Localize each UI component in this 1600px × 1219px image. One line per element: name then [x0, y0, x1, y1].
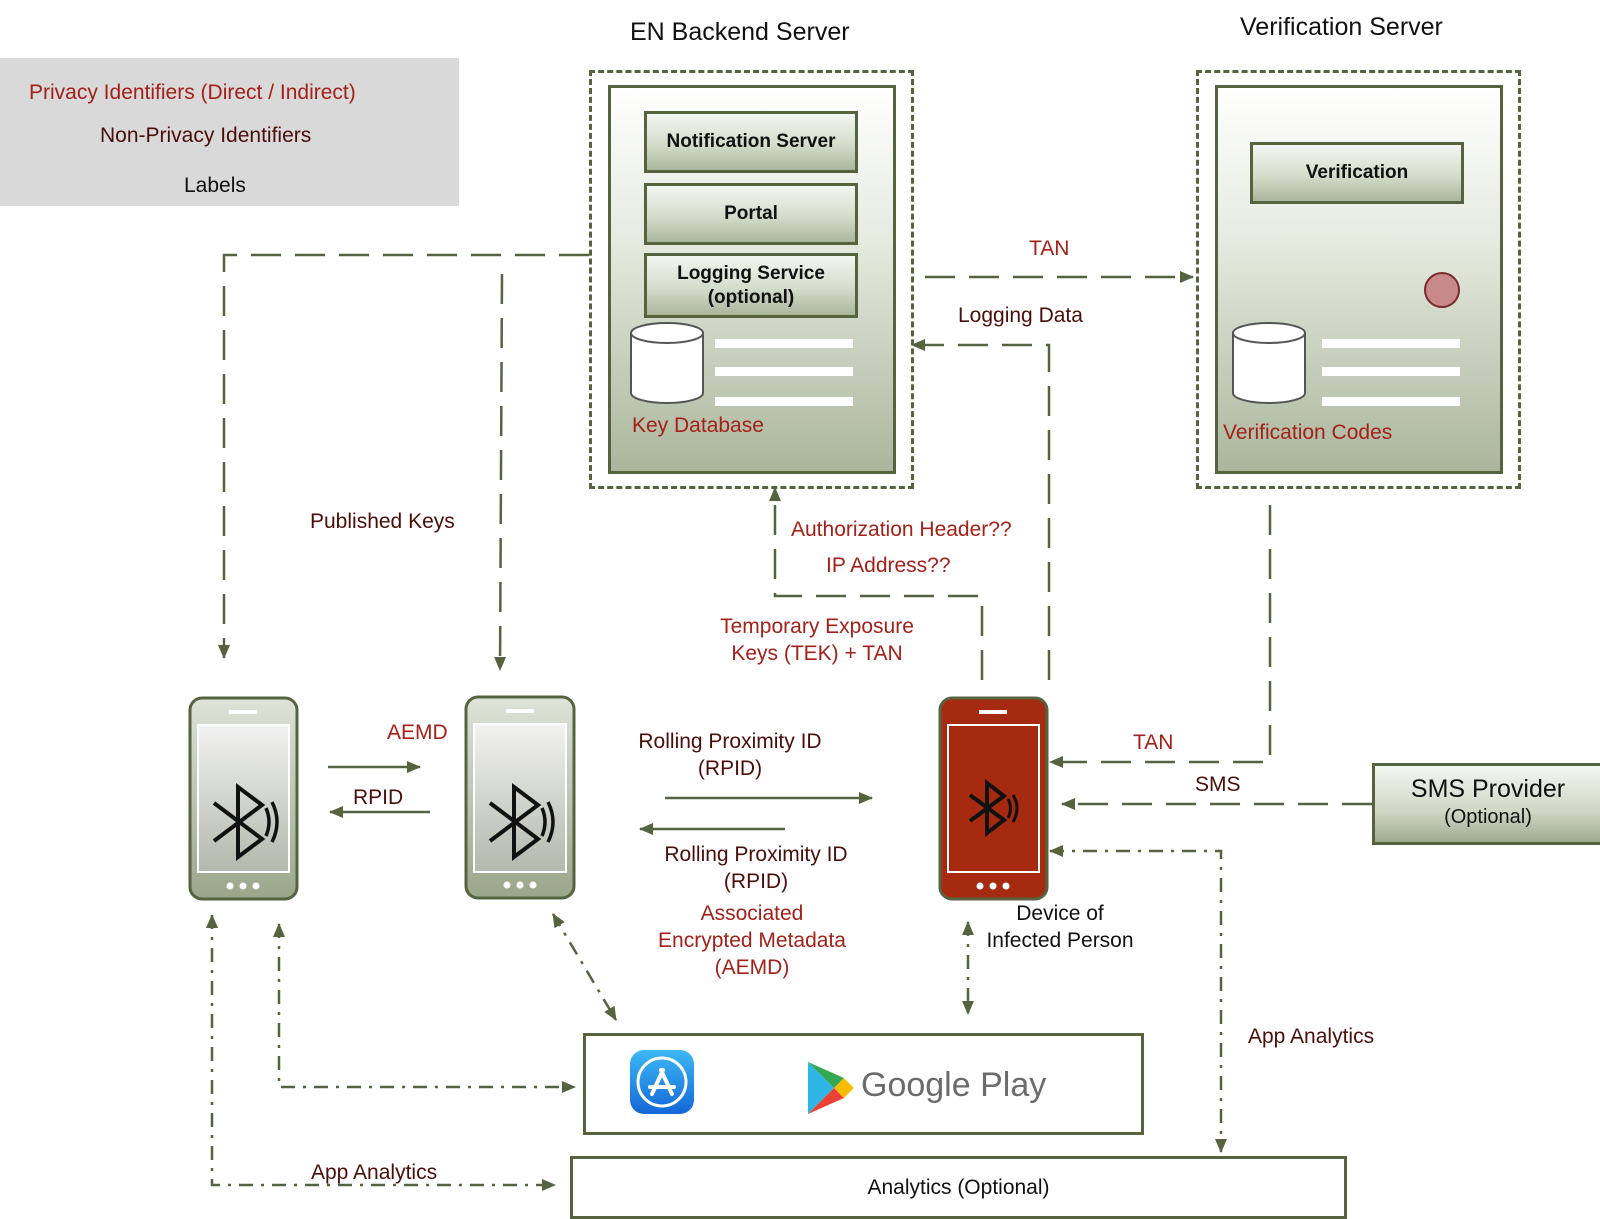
bluetooth-icon: [488, 783, 555, 861]
auth-header-label: Authorization Header??: [791, 518, 1012, 541]
rpid-short-label: RPID: [353, 786, 404, 809]
ip-address-label: IP Address??: [826, 554, 951, 577]
app-analytics-bottom-label: App Analytics: [311, 1161, 438, 1184]
logging-service-optional-label: (optional): [707, 286, 795, 308]
key-database-label: Key Database: [632, 414, 764, 437]
phone-infected: [938, 696, 1049, 901]
logging-data-label: Logging Data: [958, 304, 1083, 327]
phone-user-2: [464, 695, 576, 900]
rpid-bottom-line1: Rolling Proximity ID: [664, 843, 848, 866]
bluetooth-icon: [212, 783, 279, 861]
legend-privacy-label: Privacy Identifiers (Direct / Indirect): [29, 81, 356, 104]
logging-service-box: Logging Service (optional): [644, 253, 858, 318]
sms-provider-subtitle: (Optional): [1444, 806, 1532, 828]
verification-codes-label: Verification Codes: [1223, 421, 1393, 444]
key-database-icon: [630, 322, 853, 406]
analytics-label: Analytics (Optional): [867, 1175, 1050, 1199]
infected-device-line2: Infected Person: [986, 929, 1134, 952]
sms-provider-box: SMS Provider (Optional): [1372, 763, 1600, 845]
google-play-icon: [808, 1062, 854, 1114]
infected-device-line1: Device of: [1016, 902, 1104, 925]
app-store-icon: [630, 1050, 694, 1114]
backend-title: EN Backend Server: [630, 18, 850, 46]
sms-label: SMS: [1195, 773, 1241, 796]
aemd-short-label: AEMD: [387, 721, 448, 744]
published-keys-label: Published Keys: [310, 510, 455, 533]
tan-right-label: TAN: [1133, 731, 1174, 754]
legend-non-privacy-label: Non-Privacy Identifiers: [100, 124, 312, 147]
legend-labels-label: Labels: [184, 174, 246, 197]
phone-user-1: [188, 696, 299, 901]
tan-top-label: TAN: [1029, 237, 1070, 260]
verification-codes-database-icon: [1232, 272, 1460, 406]
notification-server-label: Notification Server: [666, 131, 836, 152]
portal-label: Portal: [724, 203, 778, 224]
logging-service-label: Logging Service: [677, 262, 825, 284]
bluetooth-icon: [968, 778, 1019, 838]
rpid-top-line1: Rolling Proximity ID: [638, 730, 822, 753]
tek-label-line1: Temporary Exposure: [720, 615, 914, 638]
app-analytics-right-label: App Analytics: [1248, 1025, 1375, 1048]
legend-box: [0, 58, 459, 206]
sms-provider-title: SMS Provider: [1410, 775, 1566, 803]
tek-label-line2: Keys (TEK) + TAN: [731, 642, 903, 665]
rpid-top-line2: (RPID): [697, 757, 763, 780]
verification-component-label: Verification: [1305, 162, 1409, 183]
verification-title: Verification Server: [1240, 13, 1443, 41]
aemd-line2: Encrypted Metadata: [658, 929, 846, 952]
rpid-bottom-line2: (RPID): [723, 870, 789, 893]
portal-box: Portal: [644, 183, 858, 245]
aemd-line3: (AEMD): [714, 956, 790, 979]
aemd-line1: Associated: [700, 902, 804, 925]
google-play-label: Google Play: [861, 1066, 1047, 1104]
notification-server-box: Notification Server: [644, 111, 858, 173]
verification-component-box: Verification: [1250, 142, 1464, 204]
